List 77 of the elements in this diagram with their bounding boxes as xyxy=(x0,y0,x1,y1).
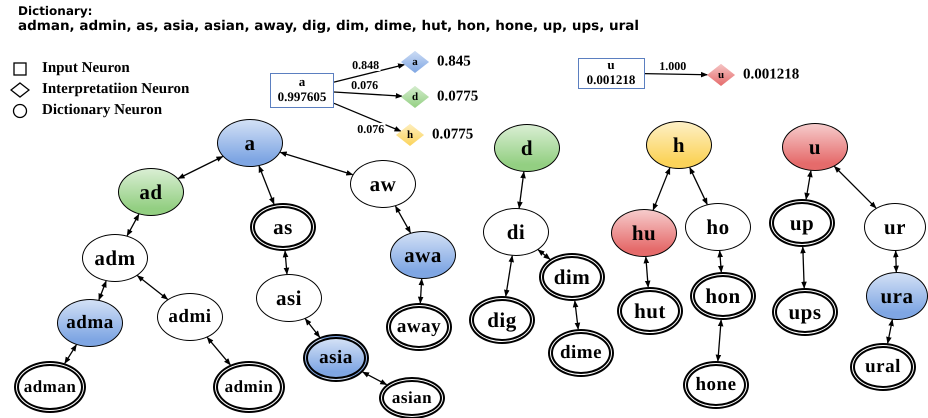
activation-value: 0.845 xyxy=(437,54,471,70)
arrow xyxy=(517,171,526,209)
dictionary-neuron-circle: adma xyxy=(57,299,123,347)
arrow xyxy=(362,372,388,386)
legend-label: Interpretatiion Neuron xyxy=(42,81,190,98)
arrow xyxy=(334,102,402,132)
arrow xyxy=(282,250,290,275)
arrow xyxy=(538,249,550,260)
dictionary-neuron-circle: ur xyxy=(864,203,926,251)
dictionary-neuron-circle: u xyxy=(782,123,848,171)
dictionary-neuron-circle: hu xyxy=(611,209,677,257)
dictionary-neuron-circle: aw xyxy=(350,160,416,208)
arrow xyxy=(418,278,424,304)
dictionary-neuron-circle: d xyxy=(494,124,560,172)
arrow xyxy=(717,250,724,273)
dictionary-neuron-circle: h xyxy=(646,121,712,169)
dictionary-neuron-circle: awa xyxy=(390,231,456,279)
word-neuron-double-circle: hon xyxy=(690,272,756,320)
word-neuron-double-circle: adman xyxy=(14,361,86,413)
activation-value: 0.0775 xyxy=(437,88,478,106)
dictionary-neuron-circle: ad xyxy=(118,168,184,216)
edge-label: 0.848 xyxy=(351,59,380,72)
arrow xyxy=(886,319,894,344)
arrow xyxy=(644,256,650,288)
title: Dictionary: xyxy=(18,4,92,18)
legend-label: Input Neuron xyxy=(42,60,130,77)
dictionary-neuron-circle: ho xyxy=(685,203,751,251)
arrow xyxy=(504,255,514,297)
dictionary-neuron-circle: di xyxy=(483,208,549,256)
word-neuron-double-circle: as xyxy=(250,203,316,251)
arrow xyxy=(572,300,580,330)
arrow xyxy=(804,170,813,200)
word-neuron-double-circle: dig xyxy=(469,296,535,344)
arrow xyxy=(689,167,708,205)
dictionary-neuron-circle: adm xyxy=(82,234,148,282)
arrow xyxy=(394,206,412,234)
arrow xyxy=(206,336,231,366)
arrow xyxy=(98,280,107,301)
word-neuron-double-circle: ups xyxy=(772,288,838,336)
arrow xyxy=(178,156,224,180)
word-neuron-double-circle: hone xyxy=(683,361,749,409)
arrow xyxy=(334,91,403,99)
arrow xyxy=(258,165,275,205)
dictionary-neuron-circle: asi xyxy=(256,274,322,322)
dictionary-neuron-circle: admi xyxy=(157,293,223,341)
arrow xyxy=(893,250,899,273)
activation-value: 0.001218 xyxy=(743,66,800,84)
arrow xyxy=(716,319,724,362)
arrow xyxy=(136,275,168,300)
arrow xyxy=(644,72,708,78)
arrow xyxy=(126,214,140,236)
input-neuron-box: u 0.001218 xyxy=(578,58,644,88)
word-neuron-double-circle: hut xyxy=(617,287,683,335)
edge-label: 0.076 xyxy=(350,78,380,91)
activation-value: 0.0775 xyxy=(432,126,474,144)
input-neuron-box: a 0.997605 xyxy=(270,72,334,108)
word-neuron-double-circle: up xyxy=(769,199,835,247)
word-neuron-double-circle: admin xyxy=(213,361,285,413)
arrow xyxy=(64,344,77,364)
word-neuron-double-circle: ural xyxy=(850,343,916,391)
word-neuron-double-circle: dim xyxy=(539,253,605,301)
arrow xyxy=(334,63,406,83)
dictionary-neuron-circle: ura xyxy=(866,272,928,320)
arrow xyxy=(304,318,320,338)
edge-label: 1.000 xyxy=(658,60,688,72)
legend-label: Dictionary Neuron xyxy=(42,102,162,119)
arrow xyxy=(652,167,670,211)
edge-label: 0.076 xyxy=(356,122,386,135)
arrow xyxy=(800,246,807,289)
arrow xyxy=(834,166,877,209)
word-neuron-double-circle: asian xyxy=(379,377,445,418)
word-neuron-double-circle: away xyxy=(386,303,452,351)
word-neuron-double-circle: dime xyxy=(548,329,614,377)
dictionary-neuron-circle: a xyxy=(217,119,283,167)
dictionary-word-list: adman, admin, as, asia, asian, away, dig, dim, dime, hut, hon, hone, up, ups, ural xyxy=(18,18,640,34)
arrow xyxy=(280,152,354,176)
word-neuron-double-circle: asia xyxy=(303,334,369,382)
